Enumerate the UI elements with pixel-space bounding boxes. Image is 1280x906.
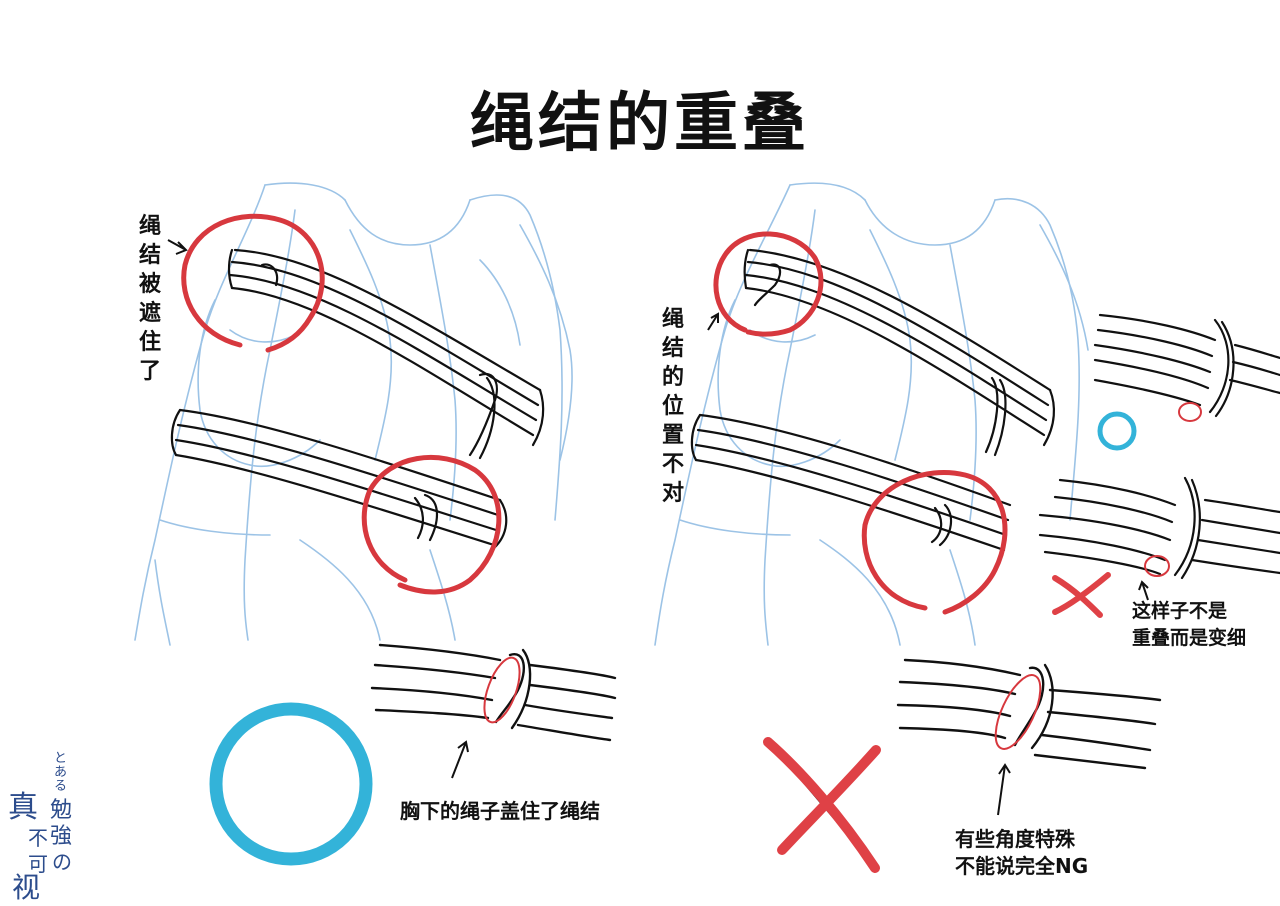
logo-char-3: 強 (50, 824, 73, 849)
right-pointer-arrow (707, 312, 719, 331)
logo-char-4: の (52, 850, 72, 874)
bottom-right-detail-mark (994, 674, 1042, 750)
side-note-line2: 重叠而是变细 (1132, 627, 1247, 649)
caption-rope-covers-knot: 胸下的绳子盖住了绳结 (400, 799, 600, 823)
caption-special-angle-line2: 不能说完全NG (955, 854, 1089, 878)
right-lower-rope (690, 413, 1012, 552)
bottom-right-arrow (997, 763, 1011, 816)
right-upper-rope (743, 248, 1056, 457)
label-knot-wrong-position: 绳结的位置不对 (661, 307, 684, 506)
logo-char-1: 真 (8, 790, 38, 825)
label-knot-hidden: 绳结被遮住了 (138, 214, 161, 384)
bottom-right-rope-detail (896, 658, 1162, 770)
side-note-line1: 这样子不是 (1132, 600, 1228, 622)
logo-char-5: 不 (28, 826, 48, 850)
side-note-thinning: 这样子不是 重叠而是变细 (1132, 598, 1246, 652)
logo-top-text: とある (54, 751, 68, 794)
correct-mark-small-icon (1097, 411, 1137, 451)
logo-char-2: 勉 (50, 798, 73, 823)
bottom-left-detail-mark (483, 656, 521, 724)
left-highlight-circles (181, 213, 502, 595)
left-upper-rope (227, 248, 545, 460)
bottom-left-arrow (451, 740, 469, 779)
side-detail-mark-bottom (1144, 555, 1170, 577)
logo-char-6: 可 (28, 852, 48, 876)
studio-logo: とある 真 勉 強 の 不 可 视 (8, 751, 78, 905)
side-detail-rope-bottom (1038, 476, 1280, 580)
bottom-left-rope-detail (370, 643, 617, 742)
caption-special-angle: 有些角度特殊 不能说完全NG (955, 826, 1088, 880)
right-torso-sketch (654, 182, 1089, 646)
left-torso-sketch (134, 182, 573, 646)
wrong-mark-large-icon (763, 737, 881, 873)
caption-special-angle-line1: 有些角度特殊 (955, 827, 1075, 851)
side-detail-rope-top (1093, 313, 1280, 418)
correct-mark-large-icon (209, 702, 373, 866)
left-lower-rope (170, 408, 508, 550)
wrong-mark-small-icon (1052, 572, 1111, 618)
side-note-arrow (1138, 580, 1149, 601)
side-detail-mark-top (1178, 402, 1202, 422)
page-title: 绳结的重叠 (470, 87, 810, 161)
logo-char-7: 视 (12, 871, 41, 904)
right-highlight-circles (713, 231, 1008, 615)
left-pointer-arrow (167, 239, 188, 255)
